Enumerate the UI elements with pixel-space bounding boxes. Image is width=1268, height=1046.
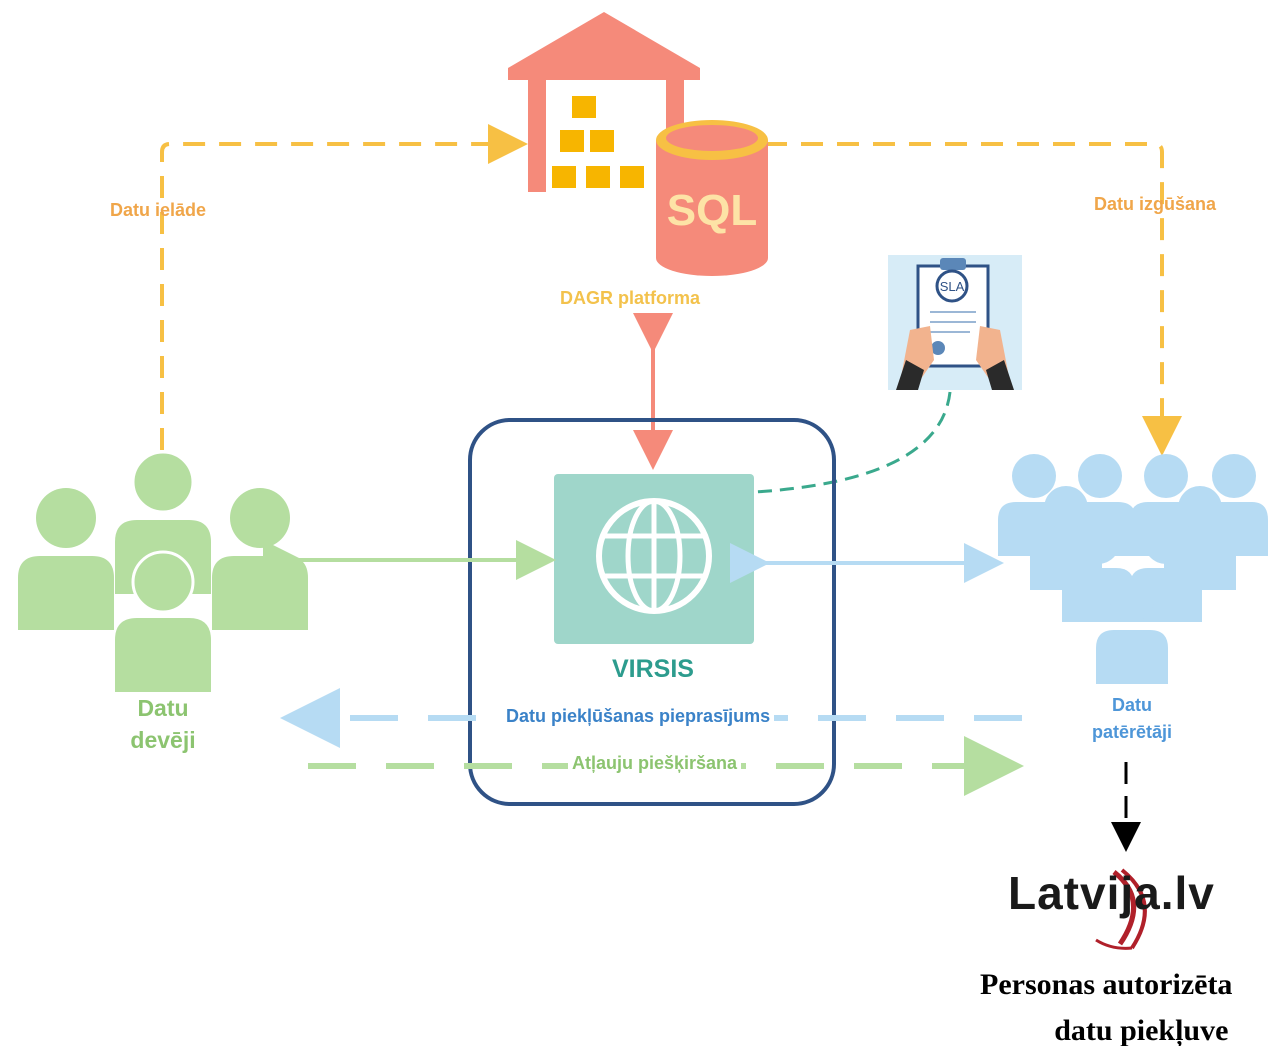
- providers-group-outlines: [131, 450, 195, 614]
- portal-caption-line2: datu piekļuve: [1054, 1014, 1229, 1046]
- virsis-label: VIRSIS: [612, 655, 694, 683]
- sql-label: SQL: [667, 186, 757, 235]
- providers-group-icon: [18, 452, 308, 692]
- consumers-label-line1: Datu: [1112, 695, 1152, 715]
- data-retrieve-label: Datu izgūšana: [1094, 194, 1217, 214]
- virsis-frame: [468, 418, 836, 806]
- consumers-group-icon: [998, 454, 1268, 684]
- sla-clipboard-icon: SLA: [888, 255, 1022, 390]
- globe-icon: [554, 474, 754, 644]
- sla-label: SLA: [940, 279, 965, 294]
- data-retrieve-edge: [765, 142, 1182, 456]
- latvija-logo-text: Latvija.lv: [1008, 867, 1215, 919]
- consumers-label: Datu patērētāji: [1080, 692, 1184, 746]
- latvija-logo-mark: [1095, 868, 1147, 950]
- access-request-label: Datu piekļūšanas pieprasījums: [502, 706, 775, 727]
- portal-caption: Personas autorizēta datu piekļuve: [980, 962, 1232, 1046]
- data-load-edge: [160, 124, 528, 450]
- permission-grant-label: Atļauju piešķiršana: [568, 753, 742, 774]
- sql-database-icon: SQL: [656, 120, 768, 276]
- providers-label-line1: Datu: [137, 695, 189, 721]
- data-load-label: Datu ielāde: [110, 200, 207, 220]
- providers-label-line2: devēji: [130, 727, 196, 753]
- sla-virsis-edge: [754, 391, 952, 494]
- consumers-label-line2: patērētāji: [1091, 722, 1173, 742]
- providers-label: Datu devēji: [108, 692, 218, 756]
- platform-label: DAGR platforma: [560, 288, 701, 308]
- portal-caption-line1: Personas autorizēta: [980, 968, 1233, 1001]
